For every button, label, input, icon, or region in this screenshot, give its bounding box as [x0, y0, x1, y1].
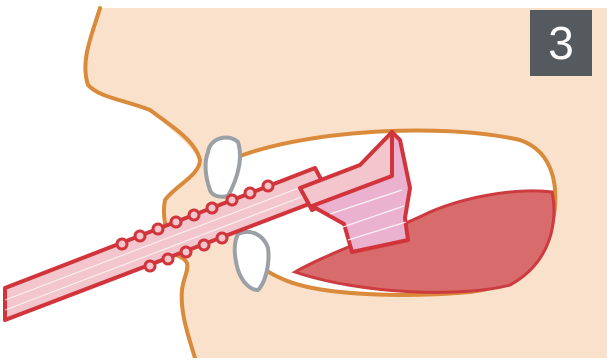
grip-bump — [245, 188, 255, 198]
grip-bump — [199, 240, 209, 250]
grip-bump — [145, 261, 155, 271]
grip-bump — [181, 247, 191, 257]
grip-bump — [171, 217, 181, 227]
grip-bump — [153, 224, 163, 234]
grip-bump — [217, 233, 227, 243]
grip-bump — [227, 195, 237, 205]
grip-bump — [263, 181, 273, 191]
grip-bump — [135, 231, 145, 241]
grip-bump — [163, 254, 173, 264]
step-number-badge: 3 — [530, 10, 592, 76]
grip-bump — [189, 210, 199, 220]
grip-bump — [117, 239, 127, 249]
grip-bump — [207, 203, 217, 213]
